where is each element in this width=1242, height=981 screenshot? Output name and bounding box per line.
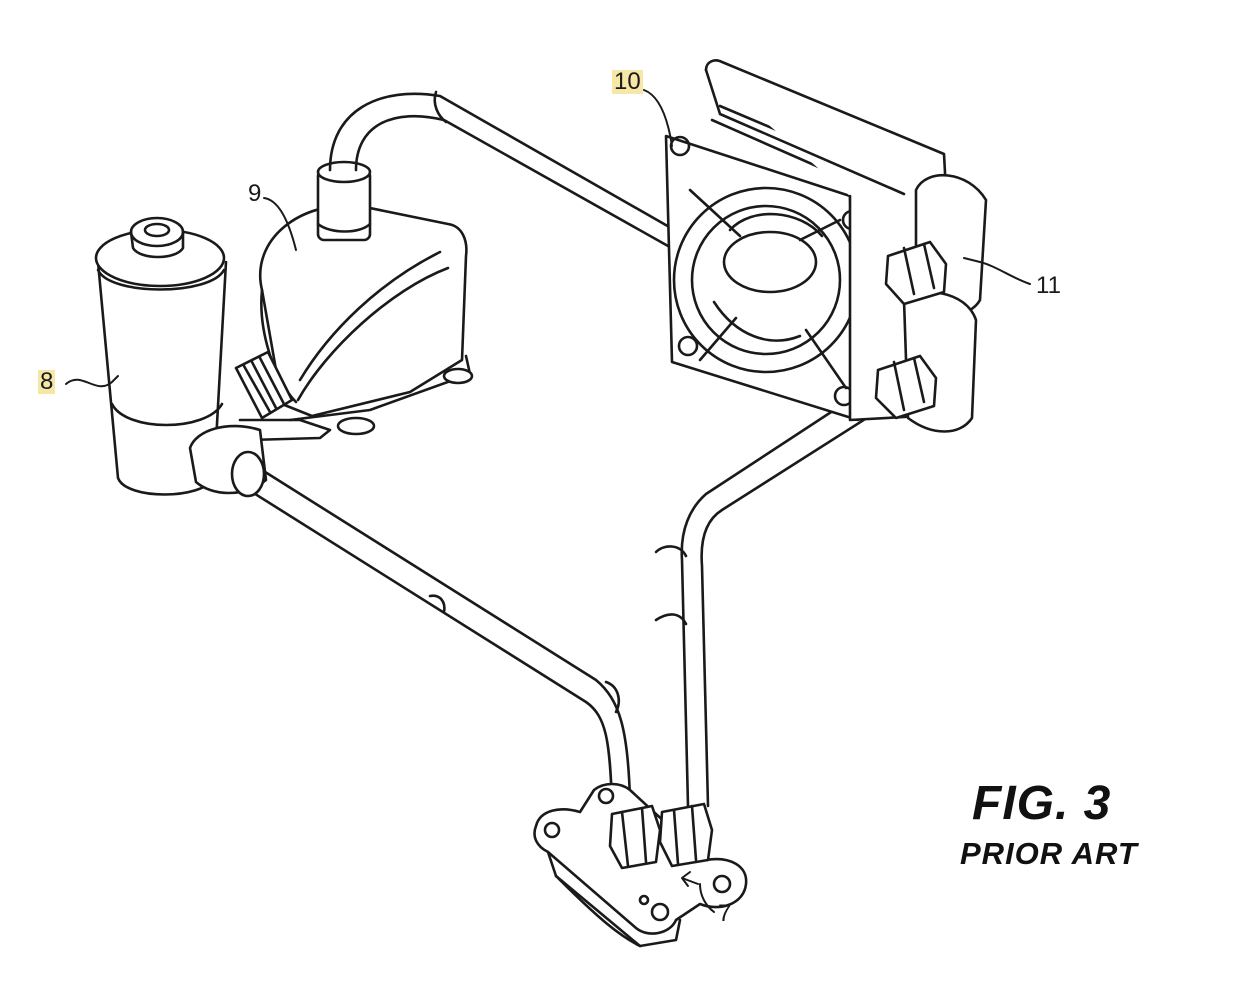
leader-lines <box>65 89 1031 913</box>
fan-component <box>664 104 892 422</box>
radiator-component <box>704 59 988 433</box>
label-fan: 10 <box>612 68 643 95</box>
figure-subtitle: PRIOR ART <box>960 836 1138 871</box>
label-reservoir: 8 <box>38 368 56 395</box>
label-cold-plate: 7 <box>718 900 732 927</box>
label-radiator: 11 <box>1036 272 1061 299</box>
label-pump: 9 <box>248 180 262 207</box>
figure-title: FIG. 3 <box>972 777 1112 830</box>
tubing <box>188 90 894 808</box>
pump-component <box>234 160 474 442</box>
cold-plate-component <box>533 782 748 948</box>
reservoir-component <box>94 216 228 496</box>
